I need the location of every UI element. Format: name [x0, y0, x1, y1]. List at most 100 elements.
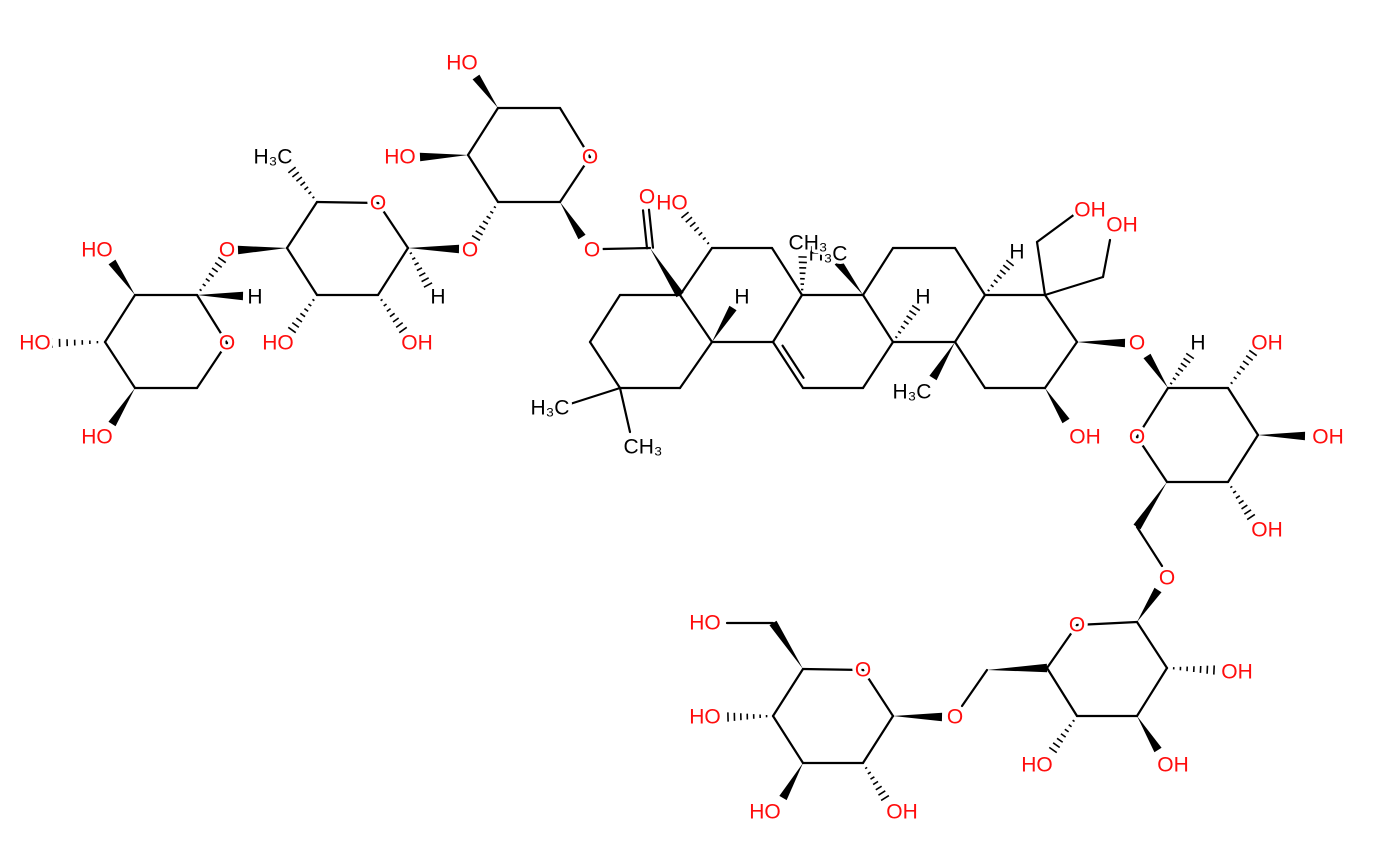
hydroxyl-label: HO	[81, 239, 113, 262]
wedge-bond	[237, 245, 287, 255]
methyl-label: H₃C	[893, 381, 932, 404]
single-bond	[953, 293, 987, 344]
single-bond	[678, 246, 714, 297]
single-bond	[1035, 212, 1077, 244]
wedge-bond	[987, 663, 1048, 673]
hashed-bond	[864, 766, 890, 802]
wedge-bond	[560, 202, 586, 240]
single-bond	[285, 246, 319, 297]
hydroxyl-label: OH	[1074, 199, 1106, 222]
single-bond	[953, 246, 987, 297]
oxygen-label: O	[584, 239, 600, 262]
single-bond	[1043, 293, 1079, 344]
single-bond	[861, 714, 895, 765]
wedge-bond	[472, 74, 498, 108]
oxygen-label: O	[219, 332, 235, 355]
hashed-bond	[409, 252, 433, 288]
wedge-bond	[893, 712, 943, 722]
wedge-bond	[1137, 716, 1162, 753]
hashed-bond	[287, 298, 315, 334]
single-bond	[601, 246, 652, 251]
oxygen-label: O	[582, 146, 598, 169]
hashed-bond	[1169, 352, 1195, 385]
hydroxyl-label: HO	[262, 332, 294, 355]
wedge-bond	[1077, 338, 1126, 348]
hashed-bond	[727, 712, 768, 722]
hashed-bond	[199, 256, 227, 292]
single-bond	[953, 340, 987, 390]
single-bond	[588, 340, 622, 390]
hashed-bond	[1230, 349, 1258, 385]
wedge-bond	[650, 248, 684, 298]
methyl-label: H₃C	[254, 146, 293, 169]
single-bond	[195, 293, 229, 345]
hashed-bond	[287, 166, 315, 199]
oxygen-label: O	[639, 186, 655, 209]
hydroxyl-label: HO	[446, 52, 478, 75]
hydrogen-label: H	[430, 286, 445, 309]
hydroxyl-label: OH	[401, 332, 433, 355]
single-bond	[1101, 238, 1112, 279]
single-bond	[771, 667, 805, 718]
wedge-bond	[769, 620, 803, 669]
hydroxyl-label: OH	[886, 801, 918, 824]
wedge-bond	[1045, 388, 1070, 424]
single-bond	[1075, 620, 1139, 627]
single-bond	[376, 201, 410, 250]
single-bond	[861, 340, 895, 390]
oxygen-label: O	[370, 192, 386, 215]
single-bond	[801, 667, 865, 672]
hashed-bond	[471, 205, 497, 242]
single-bond	[568, 386, 622, 406]
wedge-bond	[779, 763, 803, 801]
single-bond	[861, 668, 895, 718]
single-bond	[1135, 525, 1164, 568]
wedge-bond	[1133, 482, 1167, 530]
hydroxyl-label: HO	[384, 146, 416, 169]
single-bond	[861, 246, 895, 297]
single-bond	[1135, 620, 1169, 670]
wedge-bond	[712, 305, 737, 342]
wedge-bond	[108, 388, 135, 427]
wedge-bond	[1258, 431, 1306, 441]
double-bond	[641, 208, 655, 250]
single-bond	[103, 340, 137, 390]
single-bond	[1043, 340, 1079, 390]
wedge-bond	[408, 244, 460, 254]
oxygen-label: O	[219, 239, 235, 262]
hashed-bond	[51, 338, 99, 348]
single-bond	[1135, 386, 1170, 439]
oxygen-label: O	[1069, 614, 1085, 637]
hydroxyl-label: OH	[1221, 661, 1253, 684]
single-bond	[376, 246, 410, 297]
hashed-bond	[798, 256, 808, 291]
hydrogen-label: H	[1190, 332, 1205, 355]
hashed-bond	[1172, 665, 1215, 675]
single-bond	[558, 155, 592, 204]
hydroxyl-label: HO	[1021, 754, 1053, 777]
hydrogen-label: H	[1009, 241, 1024, 264]
wedge-bond	[834, 259, 863, 295]
oxygen-label: O	[947, 706, 963, 729]
wedge-bond	[419, 152, 468, 162]
single-bond	[771, 293, 804, 344]
hydrogen-label: H	[247, 286, 262, 309]
oxygen-label: O	[462, 239, 478, 262]
single-bond	[588, 293, 622, 344]
bonds-layer	[51, 74, 1306, 802]
hashed-bond	[894, 304, 921, 339]
oxygen-label: O	[855, 659, 871, 682]
methyl-label: CH₃	[789, 232, 828, 255]
single-bond	[315, 200, 380, 205]
single-bond	[678, 293, 714, 344]
hydroxyl-label: HO	[19, 332, 51, 355]
hydrogen-label: H	[915, 286, 930, 309]
single-bond	[861, 293, 895, 344]
single-bond	[771, 714, 805, 765]
hydroxyl-label: HO	[749, 801, 781, 824]
hashed-bond	[1048, 719, 1075, 754]
single-bond	[466, 106, 500, 157]
hydrogen-label: H	[734, 286, 749, 309]
single-bond	[558, 106, 592, 159]
